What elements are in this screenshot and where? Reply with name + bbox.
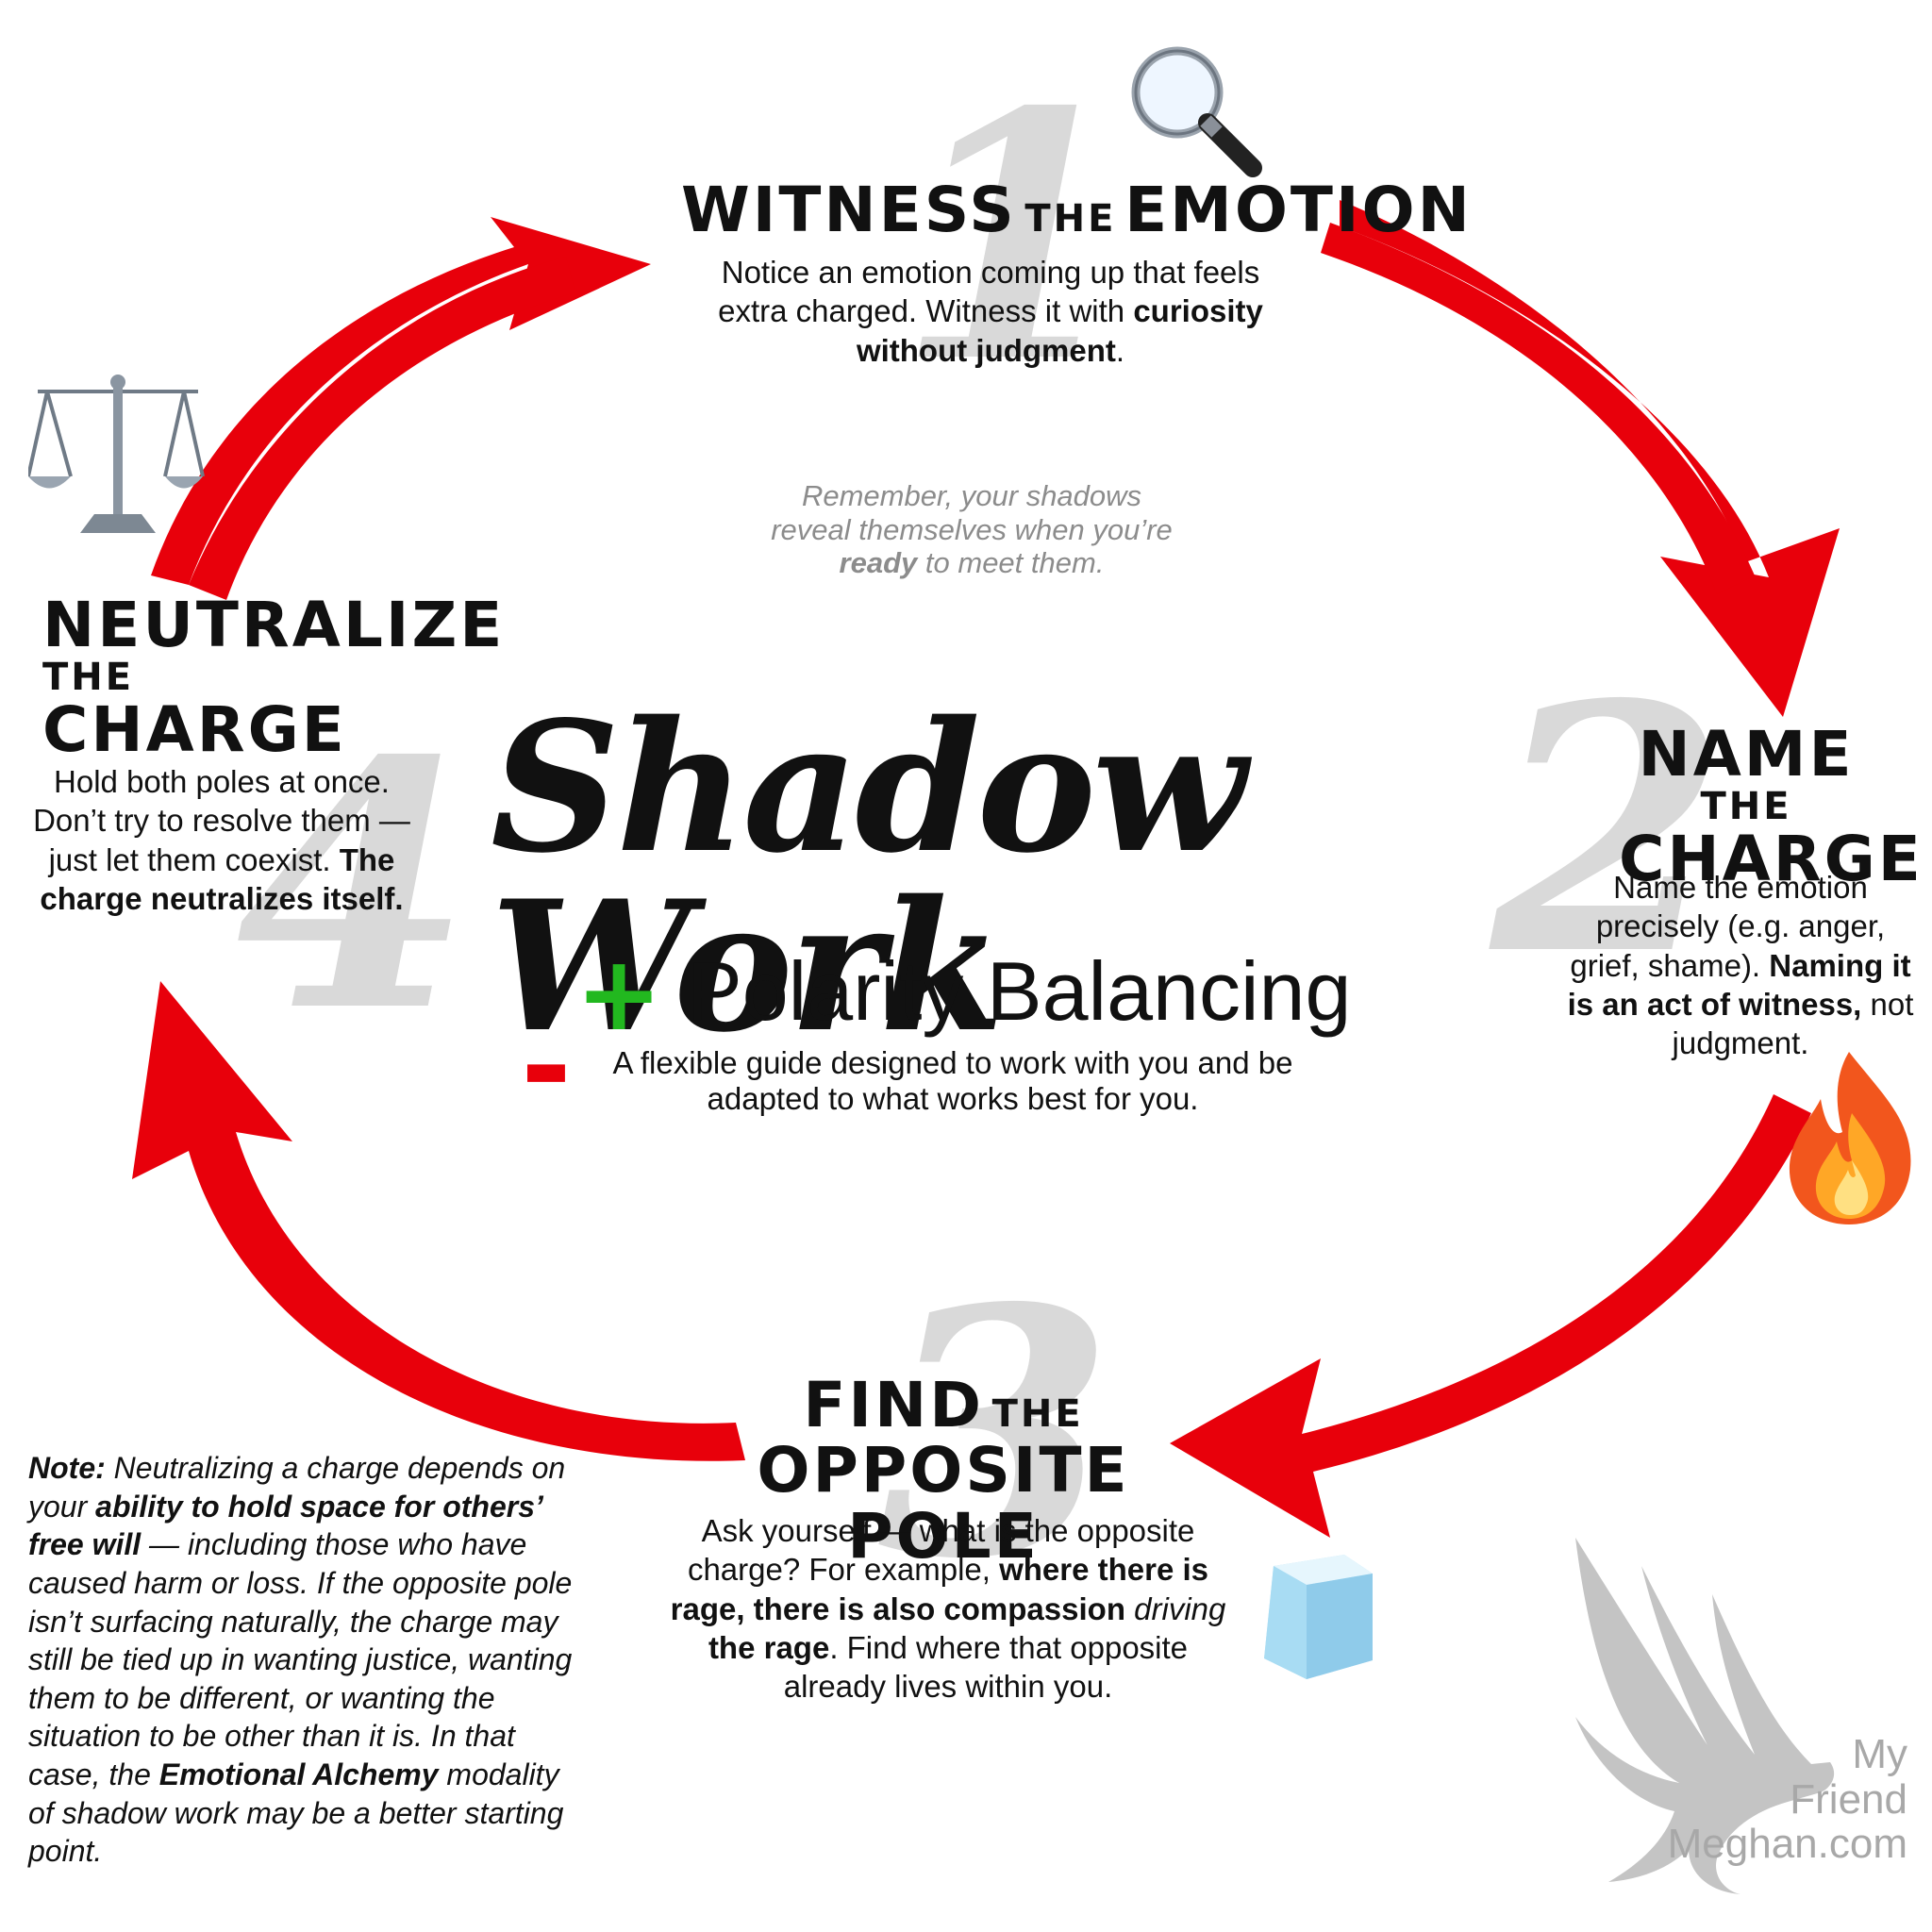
step-1-text: Notice an emotion coming up that feels e… bbox=[718, 255, 1263, 368]
note-text: Note: Neutralizing a charge depends on y… bbox=[28, 1451, 573, 1869]
eagle-logo-icon bbox=[1575, 1538, 1835, 1894]
step-4-title: NEUTRALIZE THE CHARGE bbox=[42, 589, 506, 767]
step-4-text: Hold both poles at once. Don’t try to re… bbox=[33, 764, 410, 916]
reminder-text: Remember, your shadows reveal themselves… bbox=[771, 479, 1173, 580]
subtitle: Polarity Balancing bbox=[687, 944, 1352, 1038]
balance-scale-icon bbox=[28, 375, 205, 533]
step-3-title: FIND THE OPPOSITE POLE bbox=[757, 1369, 1130, 1573]
tagline: A flexible guide designed to work with y… bbox=[612, 1045, 1293, 1116]
arrow-neutralize-to-witness-body bbox=[189, 257, 575, 600]
arrow-witness-to-name-body bbox=[1321, 223, 1755, 594]
page-title: Shadow Work bbox=[491, 682, 1247, 1072]
arrow-name-to-find bbox=[1170, 1094, 1811, 1538]
step-3-text: Ask yourself — what is the opposite char… bbox=[670, 1513, 1226, 1704]
plus-symbol: + bbox=[575, 933, 663, 1054]
step-4-number: 4 bbox=[236, 687, 473, 1086]
step-3-number: 3 bbox=[877, 1234, 1114, 1633]
step-2-text: Name the emotion precisely (e.g. anger, … bbox=[1567, 870, 1914, 1060]
minus-symbol: - bbox=[521, 994, 572, 1138]
magnifying-glass-icon bbox=[1131, 46, 1262, 177]
step-2-number: 2 bbox=[1491, 630, 1727, 1029]
step-2-title: NAME THE CHARGE bbox=[1619, 718, 1924, 896]
step-1-number: 1 bbox=[896, 38, 1133, 437]
ice-cube-icon bbox=[1264, 1555, 1373, 1679]
arrow-find-to-neutralize bbox=[132, 981, 745, 1461]
step-1-title: WITNESS THE EMOTION bbox=[681, 174, 1473, 246]
fire-icon bbox=[1789, 1052, 1911, 1224]
logo-text: My Friend Meghan.com bbox=[1667, 1731, 1907, 1868]
